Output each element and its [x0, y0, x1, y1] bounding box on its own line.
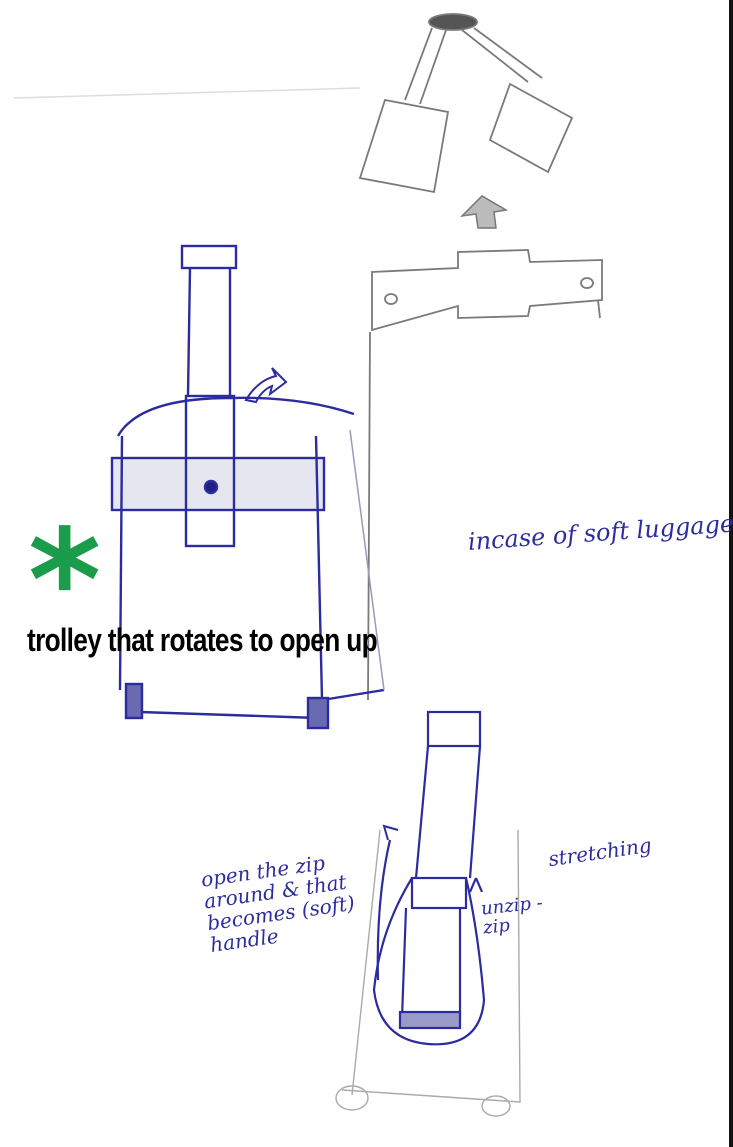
up-arrow-icon [462, 196, 506, 228]
trolley-caption: trolley that rotates to open up [27, 622, 377, 659]
pivot-knob [429, 14, 477, 30]
soft-luggage-sketch [368, 250, 602, 700]
page-rule-line [14, 88, 360, 98]
rotated-handle-sketch [360, 14, 572, 192]
left-handle-end [360, 100, 448, 192]
right-handle-end [490, 84, 572, 172]
unzip-annotation: unzip - zip [480, 892, 554, 937]
